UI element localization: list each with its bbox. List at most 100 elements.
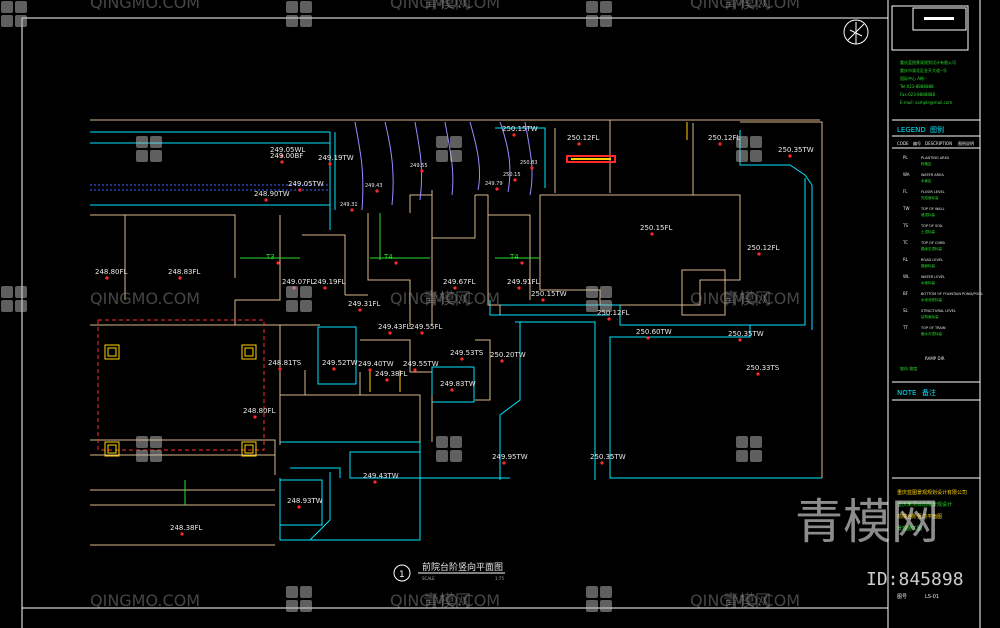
plan-linework xyxy=(90,119,823,546)
legend-code: TT xyxy=(902,325,908,330)
legend-code: FL xyxy=(903,189,908,194)
contour-curves xyxy=(354,121,533,211)
elevation-dot xyxy=(650,232,654,236)
elev-label: 249.05WL xyxy=(270,146,305,154)
legend-desc: PLANTING AREA xyxy=(921,156,950,160)
drawing-number: 1 xyxy=(399,570,405,580)
drawing-scale: 1:75 xyxy=(495,576,504,581)
legend-desc-cn: 路缘石顶标高 xyxy=(921,246,942,251)
elevation-dot xyxy=(358,308,362,312)
step-label: T4 xyxy=(509,253,519,261)
elevation-dot xyxy=(413,368,417,372)
elevation-dot xyxy=(420,331,424,335)
legend-code: TS xyxy=(902,223,908,228)
legend-desc: STRUCTURAL LEVEL xyxy=(921,309,956,313)
elev-label: 249.07FL xyxy=(282,278,315,286)
legend-code: PL xyxy=(903,155,908,160)
watermark-brand: QINGMO.COM xyxy=(90,591,200,610)
elev-label: 249.55FL xyxy=(410,323,443,331)
legend-code: BF xyxy=(903,291,909,296)
elev-label: 250.12FL xyxy=(597,309,630,317)
legend-desc: TOP OF WALL xyxy=(920,207,945,211)
elev-label: 250.60TW xyxy=(636,328,672,336)
company-line: Tel:023-8888888 xyxy=(899,84,934,89)
elevation-dot xyxy=(297,505,301,509)
elevation-dot xyxy=(298,188,302,192)
sheet-frame xyxy=(21,0,981,628)
elevation-dot xyxy=(513,178,517,182)
tree-markers xyxy=(104,122,688,457)
elev-label: 250.15TW xyxy=(531,290,567,298)
company-line: E-mail: sample@mail.com xyxy=(900,100,952,105)
elev-label: 249.55TW xyxy=(403,360,439,368)
legend-heading-cn: 图例 xyxy=(930,125,944,134)
legend-desc: BOTTOM OF FOUNTAIN POND/POOL xyxy=(921,292,983,296)
elev-label: 249.67FL xyxy=(443,278,476,286)
elevation-dot xyxy=(105,276,109,280)
watermark-logo-icon xyxy=(1,286,27,312)
elevation-dot xyxy=(450,388,454,392)
elevation-dot xyxy=(394,261,398,265)
elevation-dot xyxy=(280,160,284,164)
watermark-brand: QINGMO.COM xyxy=(90,289,200,308)
elev-label: 249.83TW xyxy=(440,380,476,388)
elevation-points xyxy=(105,133,792,536)
elev-label: 250.15 xyxy=(503,172,521,178)
elevation-dot xyxy=(332,367,336,371)
company-line: 重庆市渝北区金开大道--号 xyxy=(900,67,947,73)
elev-label: 249.31 xyxy=(340,202,358,208)
drawing-scale-label: SCALE xyxy=(422,576,435,581)
elev-label: 249.55 xyxy=(410,163,428,169)
elev-label: 249.79 xyxy=(485,181,503,187)
planting-area-outline xyxy=(97,319,265,451)
elevation-dot xyxy=(253,415,257,419)
elevation-dot xyxy=(420,169,424,173)
north-arrow-icon xyxy=(843,19,869,45)
legend-heading: LEGEND xyxy=(897,126,926,134)
elev-label: 249.52TW xyxy=(322,359,358,367)
elev-label: 249.43FL xyxy=(378,323,411,331)
legend-slope-label: 坡向 坡度 xyxy=(900,365,917,371)
elev-label: 249.19FL xyxy=(313,278,346,286)
elev-label: 250.12FL xyxy=(708,134,741,142)
note-heading: NOTE xyxy=(897,389,916,397)
company-line: 国际中心 A栋-- xyxy=(900,75,927,81)
elev-label: 250.35TW xyxy=(778,146,814,154)
elevation-dot xyxy=(495,187,499,191)
watermark-brand: QINGMO.COM xyxy=(90,0,200,12)
watermark-logo-icon xyxy=(736,436,762,462)
elev-label: 249.31FL xyxy=(348,300,381,308)
elevation-dot xyxy=(738,338,742,342)
elevation-dot xyxy=(520,261,524,265)
legend-desc: ROAD LEVEL xyxy=(921,258,943,262)
elev-label: 249.40TW xyxy=(358,360,394,368)
watermark-brand-cn: 青模网 xyxy=(423,591,471,610)
elevation-dot xyxy=(276,261,280,265)
legend-desc: WATER AREA xyxy=(921,173,944,177)
note-heading-cn: 备注 xyxy=(922,388,936,397)
watermark-logo-icon xyxy=(586,286,612,312)
elevation-dot xyxy=(788,154,792,158)
sheet-label: 图号 xyxy=(897,594,907,600)
elev-label: 248.83FL xyxy=(168,268,201,276)
elev-label: 249.43TW xyxy=(363,472,399,480)
step-label: T3 xyxy=(265,253,275,261)
elevation-dot xyxy=(756,372,760,376)
title-block-line: 重庆某项目前院景观设计 xyxy=(897,501,952,508)
elev-label: 250.33TS xyxy=(746,364,780,372)
watermark-logo-icon xyxy=(436,436,462,462)
legend-code: TW xyxy=(902,206,909,211)
step-label: T4 xyxy=(383,253,393,261)
elev-label: 250.20TW xyxy=(490,351,526,359)
legend-desc-cn: 完成面标高 xyxy=(921,195,939,200)
legend-desc-cn: 墙顶标高 xyxy=(921,212,935,217)
watermark-brand: QINGMO.COM xyxy=(690,289,800,308)
legend-code: RL xyxy=(903,257,909,262)
elev-label: 250.15FL xyxy=(640,224,673,232)
elevation-dot xyxy=(646,336,650,340)
watermark-brand-cn: 青模网 xyxy=(423,289,471,308)
elevation-dot xyxy=(375,189,379,193)
elevation-dot xyxy=(512,133,516,137)
legend-code: WA xyxy=(903,172,910,177)
